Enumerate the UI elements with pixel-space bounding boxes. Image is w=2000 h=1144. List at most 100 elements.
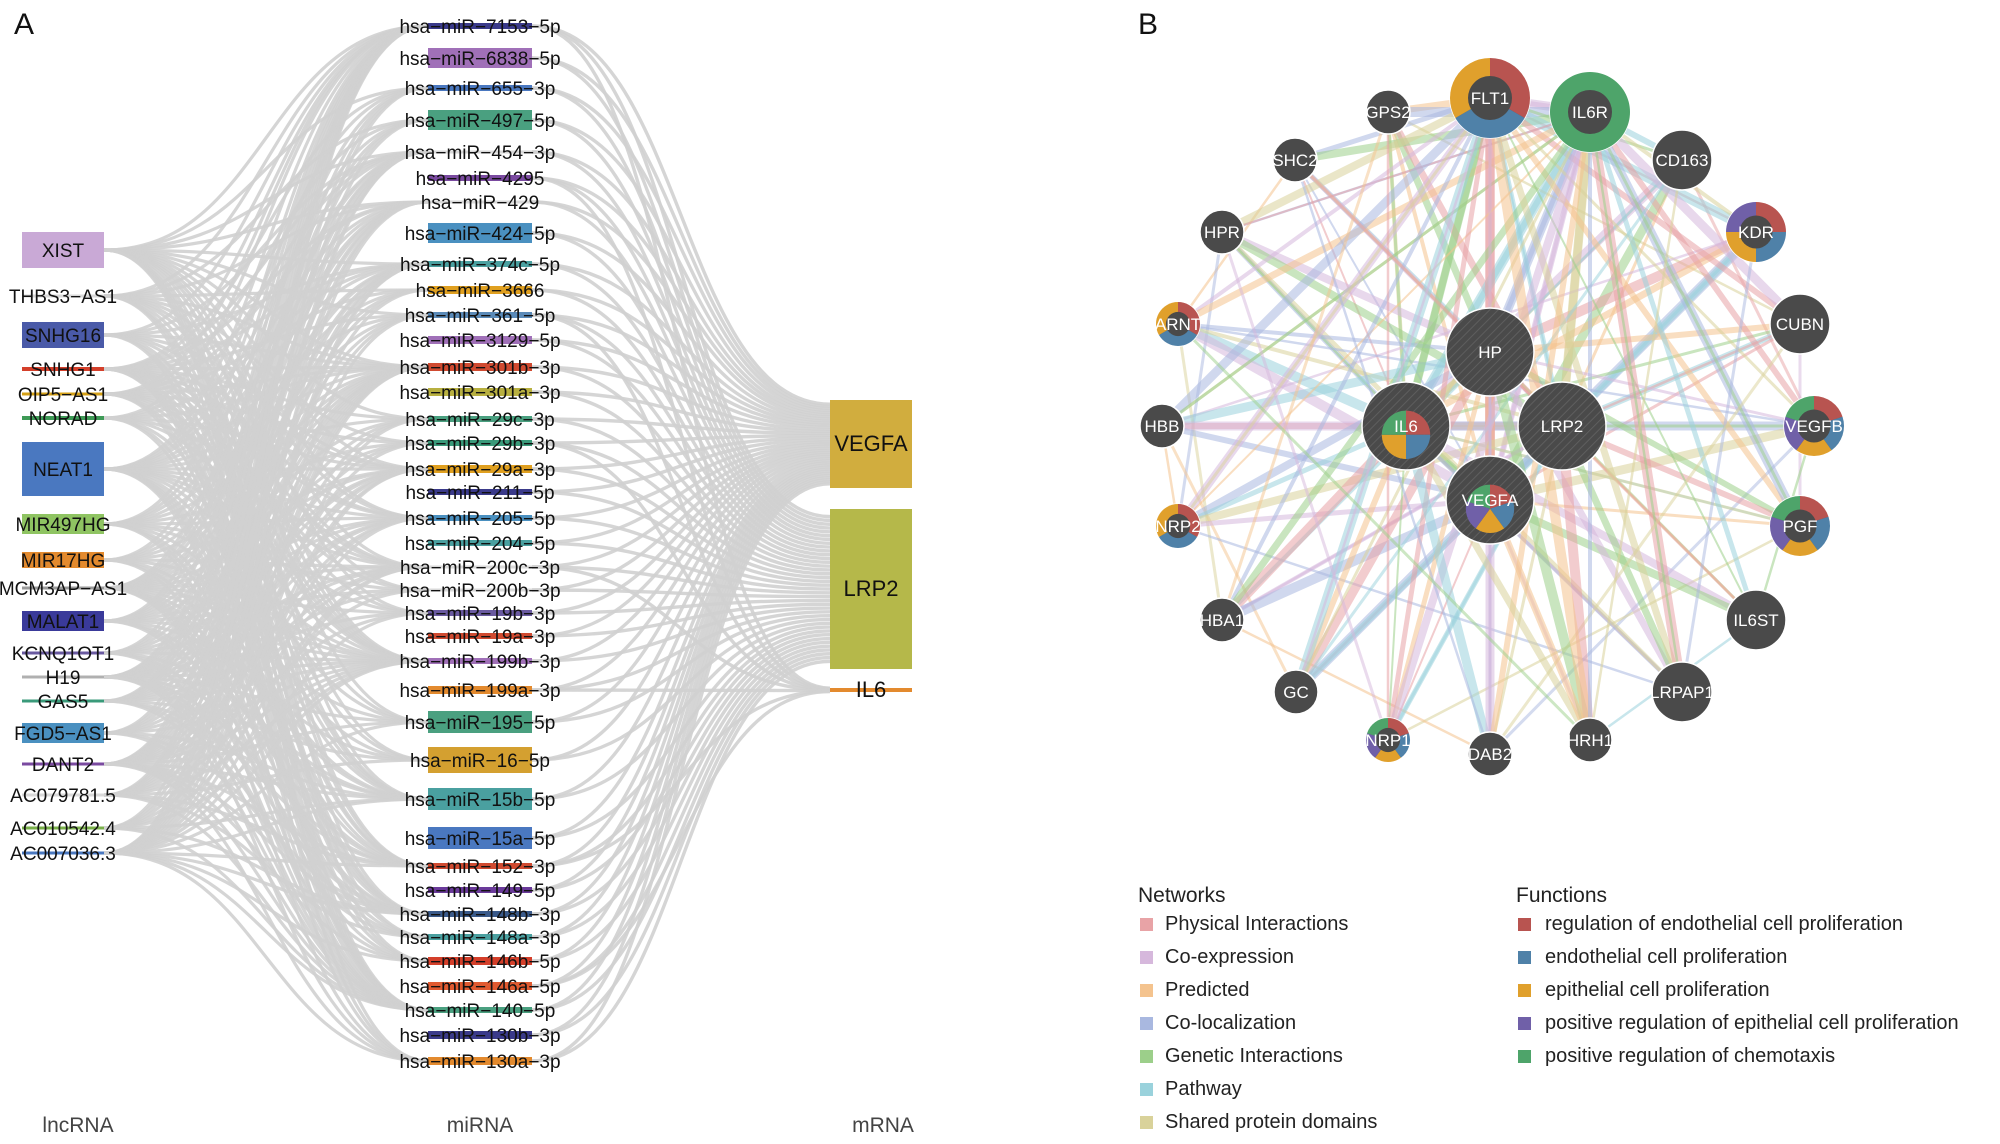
mirna-mrna-link — [531, 86, 831, 411]
mirna-node-hsa-mir-205-5p[interactable]: hsa−miR−205−5p — [405, 509, 556, 530]
gene-node-hbb[interactable]: HBB — [1139, 403, 1185, 449]
mirna-mrna-link — [531, 56, 831, 408]
gene-node-shc2[interactable]: SHC2 — [1272, 137, 1318, 183]
mirna-node-hsa-mir-429[interactable]: hsa−miR−429 — [421, 193, 539, 214]
mirna-node-hsa-mir-6838-5p[interactable]: hsa−miR−6838−5p — [399, 48, 561, 70]
mirna-node-hsa-mir-149-5p[interactable]: hsa−miR−149−5p — [405, 881, 556, 902]
mrna-node-lrp2[interactable]: LRP2 — [830, 509, 912, 669]
lncrna-node-malat1[interactable]: MALAT1 — [22, 611, 104, 633]
network-edge — [1176, 323, 1224, 621]
mirna-node-hsa-mir-19a-3p[interactable]: hsa−miR−19a−3p — [405, 627, 556, 648]
lncrna-node-mcm3ap-as1[interactable]: MCM3AP−AS1 — [0, 579, 127, 600]
gene-node-nrp1[interactable]: NRP1 — [1365, 717, 1411, 763]
mirna-bar — [428, 286, 532, 294]
mirna-node-hsa-mir-140-5p[interactable]: hsa−miR−140−5p — [405, 1001, 556, 1022]
gene-node-lrpap1[interactable]: LRPAP1 — [1650, 661, 1714, 723]
mirna-node-hsa-mir-497-5p[interactable]: hsa−miR−497−5p — [405, 110, 556, 132]
gene-node-gps2[interactable]: GPS2 — [1365, 89, 1411, 135]
mirna-node-hsa-mir-200c-3p[interactable]: hsa−miR−200c−3p — [400, 558, 560, 579]
mirna-bar — [428, 1057, 532, 1065]
mirna-node-hsa-mir-152-3p[interactable]: hsa−miR−152−3p — [405, 857, 556, 878]
mrna-node-il6[interactable]: IL6 — [830, 677, 912, 702]
lncrna-node-kcnq1ot1[interactable]: KCNQ1OT1 — [12, 644, 114, 665]
functions-legend-title: Functions — [1516, 884, 1607, 907]
mirna-node-hsa-mir-29a-3p[interactable]: hsa−miR−29a−3p — [405, 460, 556, 481]
mirna-node-hsa-mir-130a-3p[interactable]: hsa−miR−130a−3p — [399, 1052, 560, 1073]
lncrna-node-snhg1[interactable]: SNHG1 — [22, 360, 104, 381]
gene-node-hp[interactable]: HP — [1445, 307, 1535, 397]
lncrna-mirna-link — [103, 851, 429, 1063]
mirna-node-hsa-mir-199b-3p[interactable]: hsa−miR−199b−3p — [399, 652, 560, 673]
gene-node-dab2[interactable]: DAB2 — [1467, 731, 1513, 777]
mirna-mrna-link — [531, 565, 831, 595]
mirna-label: hsa−miR−204−5p — [405, 534, 556, 555]
gene-node-arnt[interactable]: ARNT — [1155, 301, 1201, 347]
mirna-node-hsa-mir-374c-5p[interactable]: hsa−miR−374c−5p — [400, 255, 560, 276]
gene-node-vegfa[interactable]: VEGFA — [1445, 455, 1535, 545]
mirna-node-hsa-mir-148a-3p[interactable]: hsa−miR−148a−3p — [399, 928, 560, 949]
gene-node-gc[interactable]: GC — [1273, 669, 1319, 715]
mirna-node-hsa-mir-200b-3p[interactable]: hsa−miR−200b−3p — [399, 581, 560, 602]
lncrna-node-norad[interactable]: NORAD — [22, 409, 104, 430]
lncrna-node-oip5-as1[interactable]: OIP5−AS1 — [18, 385, 108, 406]
gene-node-il6[interactable]: IL6 — [1361, 381, 1451, 471]
gene-node-pgf[interactable]: PGF — [1769, 495, 1831, 557]
lncrna-node-dant2[interactable]: DANT2 — [22, 755, 104, 776]
mirna-node-hsa-mir-15a-5p[interactable]: hsa−miR−15a−5p — [405, 827, 556, 850]
gene-label: GPS2 — [1365, 103, 1410, 122]
gene-node-il6st[interactable]: IL6ST — [1725, 589, 1787, 651]
lncrna-node-ac007036-3[interactable]: AC007036.3 — [10, 844, 116, 865]
mirna-node-hsa-mir-301a-3p[interactable]: hsa−miR−301a−3p — [399, 383, 560, 404]
mirna-node-hsa-mir-146a-5p[interactable]: hsa−miR−146a−5p — [399, 977, 560, 998]
mirna-node-hsa-mir-195-5p[interactable]: hsa−miR−195−5p — [405, 711, 556, 734]
gene-node-hpr[interactable]: HPR — [1199, 209, 1245, 255]
mirna-node-hsa-mir-7153-5p[interactable]: hsa−miR−7153−5p — [399, 17, 560, 38]
mirna-node-hsa-mir-130b-3p[interactable]: hsa−miR−130b−3p — [399, 1026, 560, 1047]
gene-node-cubn[interactable]: CUBN — [1769, 293, 1831, 355]
lncrna-node-ac010542-4[interactable]: AC010542.4 — [10, 819, 116, 840]
mirna-node-hsa-mir-29b-3p[interactable]: hsa−miR−29b−3p — [405, 434, 556, 455]
lncrna-node-fgd5-as1[interactable]: FGD5−AS1 — [14, 723, 112, 745]
mirna-node-hsa-mir-3666[interactable]: hsa−miR−3666 — [416, 281, 545, 302]
gene-node-cd163[interactable]: CD163 — [1651, 129, 1713, 191]
mirna-node-hsa-mir-3129-5p[interactable]: hsa−miR−3129−5p — [399, 331, 560, 352]
mirna-node-hsa-mir-301b-3p[interactable]: hsa−miR−301b−3p — [399, 358, 560, 379]
gene-node-flt1[interactable]: FLT1 — [1449, 57, 1531, 139]
gene-node-vegfb[interactable]: VEGFB — [1783, 395, 1845, 457]
lncrna-node-snhg16[interactable]: SNHG16 — [22, 322, 104, 348]
gene-node-kdr[interactable]: KDR — [1725, 201, 1787, 263]
gene-node-lrp2[interactable]: LRP2 — [1517, 381, 1607, 471]
lncrna-node-mir497hg[interactable]: MIR497HG — [15, 514, 111, 536]
mirna-node-hsa-mir-19b-3p[interactable]: hsa−miR−19b−3p — [405, 604, 556, 625]
gene-node-hba1[interactable]: HBA1 — [1199, 597, 1245, 643]
lncrna-node-ac079781-5[interactable]: AC079781.5 — [10, 786, 116, 807]
lncrna-node-thbs3-as1[interactable]: THBS3−AS1 — [9, 287, 117, 308]
mirna-node-hsa-mir-16-5p[interactable]: hsa−miR−16−5p — [410, 747, 550, 773]
mirna-node-hsa-mir-454-3p[interactable]: hsa−miR−454−3p — [405, 143, 556, 164]
lncrna-mirna-link — [103, 118, 429, 623]
lncrna-node-mir17hg[interactable]: MIR17HG — [21, 551, 105, 572]
lncrna-mirna-link — [103, 118, 429, 396]
mirna-node-hsa-mir-15b-5p[interactable]: hsa−miR−15b−5p — [405, 788, 556, 811]
mirna-node-hsa-mir-199a-3p[interactable]: hsa−miR−199a−3p — [399, 681, 560, 702]
mirna-node-hsa-mir-146b-5p[interactable]: hsa−miR−146b−5p — [399, 952, 560, 973]
mirna-node-hsa-mir-424-5p[interactable]: hsa−miR−424−5p — [405, 223, 556, 245]
mirna-node-hsa-mir-148b-3p[interactable]: hsa−miR−148b−3p — [399, 905, 560, 926]
gene-node-hrh1[interactable]: HRH1 — [1567, 717, 1613, 763]
gene-node-il6r[interactable]: IL6R — [1549, 71, 1631, 153]
mirna-node-hsa-mir-361-5p[interactable]: hsa−miR−361−5p — [405, 306, 556, 327]
mrna-node-vegfa[interactable]: VEGFA — [830, 400, 912, 488]
mirna-node-hsa-mir-29c-3p[interactable]: hsa−miR−29c−3p — [405, 410, 554, 431]
gene-node-nrp2[interactable]: NRP2 — [1155, 503, 1201, 549]
mirna-node-hsa-mir-204-5p[interactable]: hsa−miR−204−5p — [405, 534, 556, 555]
mirna-node-hsa-mir-655-3p[interactable]: hsa−miR−655−3p — [405, 79, 556, 100]
lncrna-node-neat1[interactable]: NEAT1 — [22, 442, 104, 496]
lncrna-label: FGD5−AS1 — [14, 724, 112, 745]
mirna-bar — [428, 887, 532, 893]
mirna-label: hsa−miR−199b−3p — [399, 652, 560, 673]
mirna-node-hsa-mir-211-5p[interactable]: hsa−miR−211−5p — [405, 483, 554, 504]
mirna-node-hsa-mir-4295[interactable]: hsa−miR−4295 — [416, 169, 545, 190]
lncrna-node-h19[interactable]: H19 — [22, 668, 104, 689]
lncrna-node-xist[interactable]: XIST — [22, 232, 104, 268]
lncrna-node-gas5[interactable]: GAS5 — [22, 692, 104, 713]
